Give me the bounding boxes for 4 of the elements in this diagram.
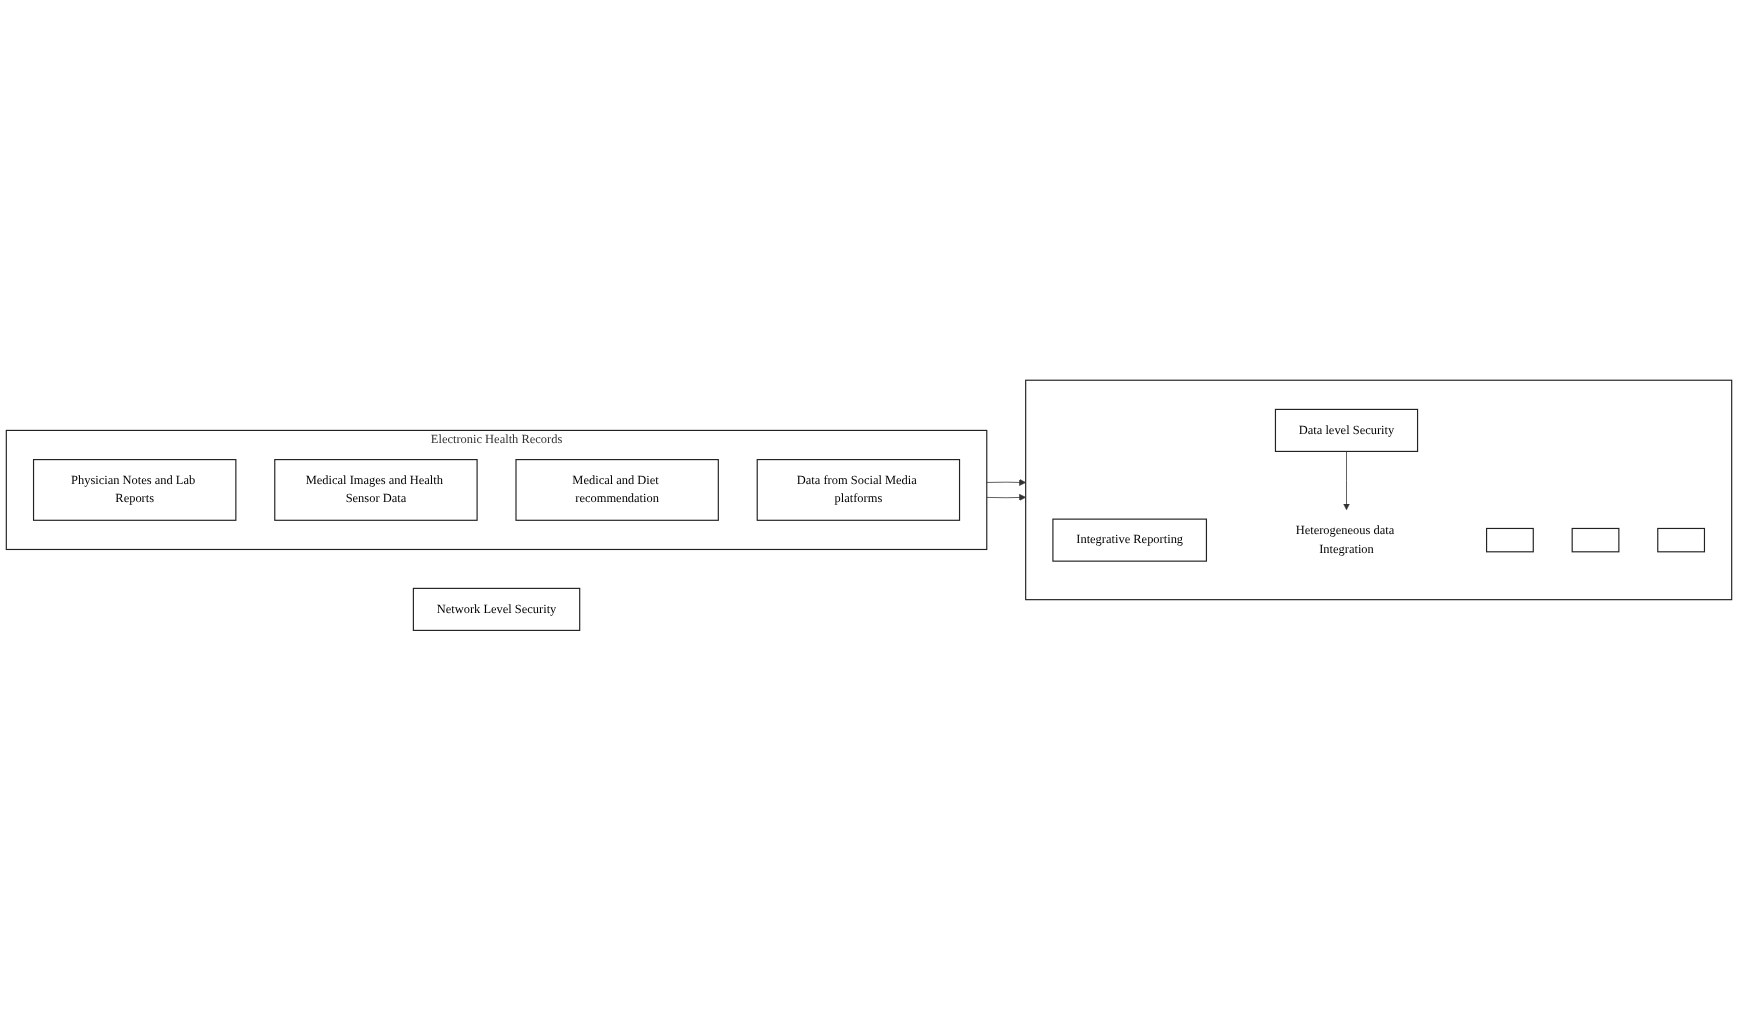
node-box [1486,528,1534,554]
cluster [1025,380,1733,601]
node-box [1657,528,1706,554]
node-box [1571,528,1620,554]
